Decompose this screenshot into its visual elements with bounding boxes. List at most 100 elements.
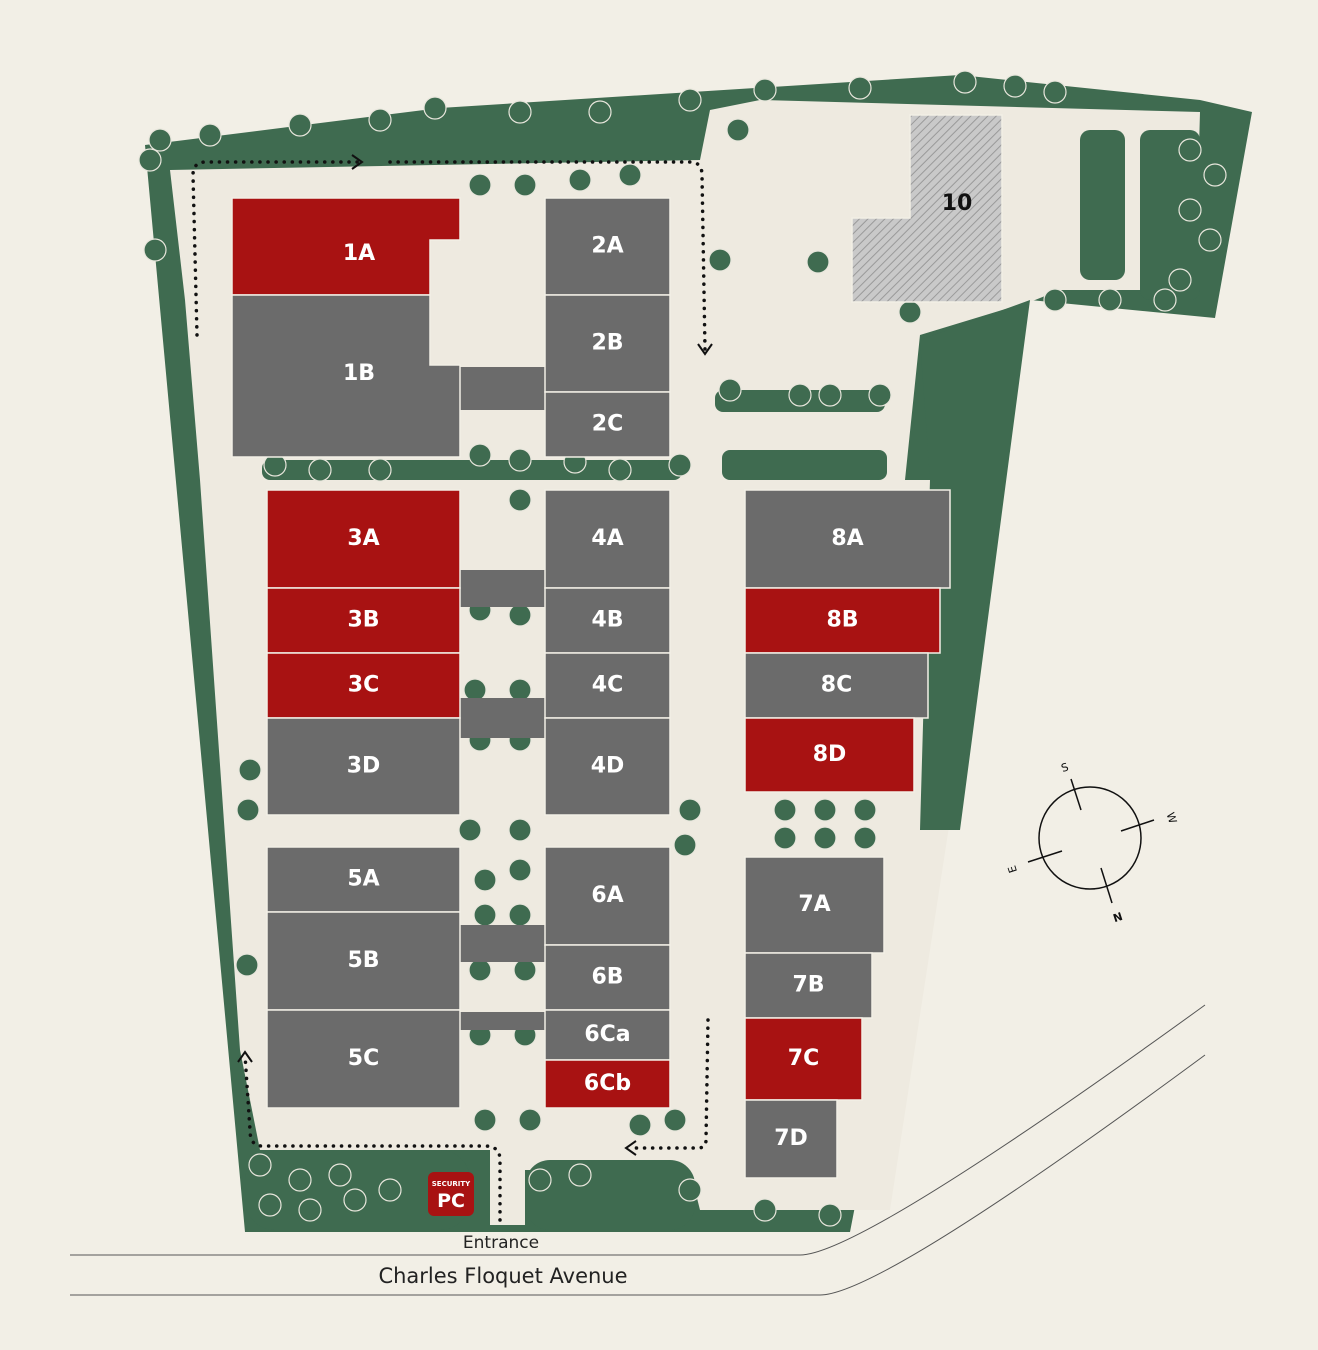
building-3c[interactable]: 3C xyxy=(266,652,461,719)
tree-icon xyxy=(848,76,872,100)
tree-icon xyxy=(678,798,702,822)
building-footprint xyxy=(851,114,1003,303)
tree-icon xyxy=(1168,268,1192,292)
tree-icon xyxy=(813,826,837,850)
tree-icon xyxy=(463,678,487,702)
tree-icon xyxy=(618,163,642,187)
building-label: 6Cb xyxy=(584,1071,631,1096)
tree-icon xyxy=(773,826,797,850)
building-7b[interactable]: 7B xyxy=(744,952,873,1019)
tree-icon xyxy=(423,96,447,120)
building-label: 2B xyxy=(591,331,623,356)
tree-icon xyxy=(468,443,492,467)
tree-icon xyxy=(298,1198,322,1222)
building-4b[interactable]: 4B xyxy=(544,587,671,654)
tree-icon xyxy=(853,798,877,822)
building-8c[interactable]: 8C xyxy=(744,652,929,719)
building-footprint xyxy=(544,1009,671,1061)
tree-icon xyxy=(678,1178,702,1202)
building-label: 1A xyxy=(343,241,375,266)
security-pc-badge[interactable]: SECURITY PC xyxy=(428,1172,474,1216)
building-label: 3D xyxy=(347,754,381,779)
tree-icon xyxy=(258,1193,282,1217)
building-4c[interactable]: 4C xyxy=(544,652,671,719)
tree-icon xyxy=(368,458,392,482)
compass-s: S xyxy=(1060,760,1071,775)
building-10[interactable]: 10 xyxy=(851,114,1003,303)
building-footprint xyxy=(544,846,671,946)
building-footprint xyxy=(744,1099,838,1179)
building-6b[interactable]: 6B xyxy=(544,944,671,1011)
building-6ca[interactable]: 6Ca xyxy=(544,1009,671,1061)
tree-icon xyxy=(753,1198,777,1222)
building-footprint xyxy=(231,294,461,458)
building-4a[interactable]: 4A xyxy=(544,489,671,589)
street xyxy=(70,1004,1206,1296)
tree-icon xyxy=(508,488,532,512)
tree-icon xyxy=(668,453,692,477)
building-footprint xyxy=(266,911,461,1011)
tree-icon xyxy=(458,818,482,842)
building-2c[interactable]: 2C xyxy=(544,391,671,458)
building-3a[interactable]: 3A xyxy=(266,489,461,589)
tree-icon xyxy=(608,458,632,482)
building-footprint xyxy=(744,489,951,589)
building-7d[interactable]: 7D xyxy=(744,1099,838,1179)
street-label: Charles Floquet Avenue xyxy=(378,1264,627,1288)
tree-icon xyxy=(473,903,497,927)
tree-icon xyxy=(1178,138,1202,162)
tree-icon xyxy=(718,378,742,402)
tree-icon xyxy=(513,173,537,197)
building-1b[interactable]: 1B xyxy=(231,294,461,458)
building-label: 8C xyxy=(821,673,852,698)
tree-icon xyxy=(143,238,167,262)
building-8b[interactable]: 8B xyxy=(744,587,941,654)
building-7a[interactable]: 7A xyxy=(744,856,885,954)
tree-icon xyxy=(868,383,892,407)
tree-icon xyxy=(953,70,977,94)
tree-icon xyxy=(788,383,812,407)
building-footprint xyxy=(744,856,885,954)
building-label: 8B xyxy=(826,608,858,633)
security-label: SECURITY xyxy=(432,1180,471,1188)
building-3b[interactable]: 3B xyxy=(266,587,461,654)
building-label: 4C xyxy=(592,673,623,698)
building-5a[interactable]: 5A xyxy=(266,846,461,913)
tree-icon xyxy=(628,1113,652,1137)
building-5c[interactable]: 5C xyxy=(266,1009,461,1109)
building-6cb[interactable]: 6Cb xyxy=(544,1059,671,1109)
tree-icon xyxy=(238,758,262,782)
building-3d[interactable]: 3D xyxy=(266,717,461,816)
building-2a[interactable]: 2A xyxy=(544,197,671,296)
tree-icon xyxy=(508,858,532,882)
building-footprint xyxy=(744,652,929,719)
building-8d[interactable]: 8D xyxy=(744,717,915,793)
building-footprint xyxy=(544,1059,671,1109)
tree-icon xyxy=(198,123,222,147)
building-6a[interactable]: 6A xyxy=(544,846,671,946)
building-5b[interactable]: 5B xyxy=(266,911,461,1011)
tree-icon xyxy=(813,798,837,822)
tree-icon xyxy=(528,1168,552,1192)
tree-icon xyxy=(473,1108,497,1132)
tree-icon xyxy=(1178,198,1202,222)
tree-icon xyxy=(508,100,532,124)
traffic-route xyxy=(191,160,710,1222)
building-1a[interactable]: 1A xyxy=(231,197,461,296)
tree-icon xyxy=(236,798,260,822)
building-footprint xyxy=(544,717,671,816)
building-7c[interactable]: 7C xyxy=(744,1017,863,1101)
compass-w: W xyxy=(1163,811,1179,825)
building-2b[interactable]: 2B xyxy=(544,294,671,393)
building-footprint xyxy=(266,846,461,913)
building-4d[interactable]: 4D xyxy=(544,717,671,816)
building-footprint xyxy=(544,587,671,654)
tree-icon xyxy=(508,603,532,627)
building-footprint xyxy=(266,1009,461,1109)
tree-icon xyxy=(288,1168,312,1192)
tree-icon xyxy=(818,1203,842,1227)
building-label: 3B xyxy=(347,608,379,633)
building-8a[interactable]: 8A xyxy=(744,489,951,589)
building-label: 10 xyxy=(942,191,973,216)
